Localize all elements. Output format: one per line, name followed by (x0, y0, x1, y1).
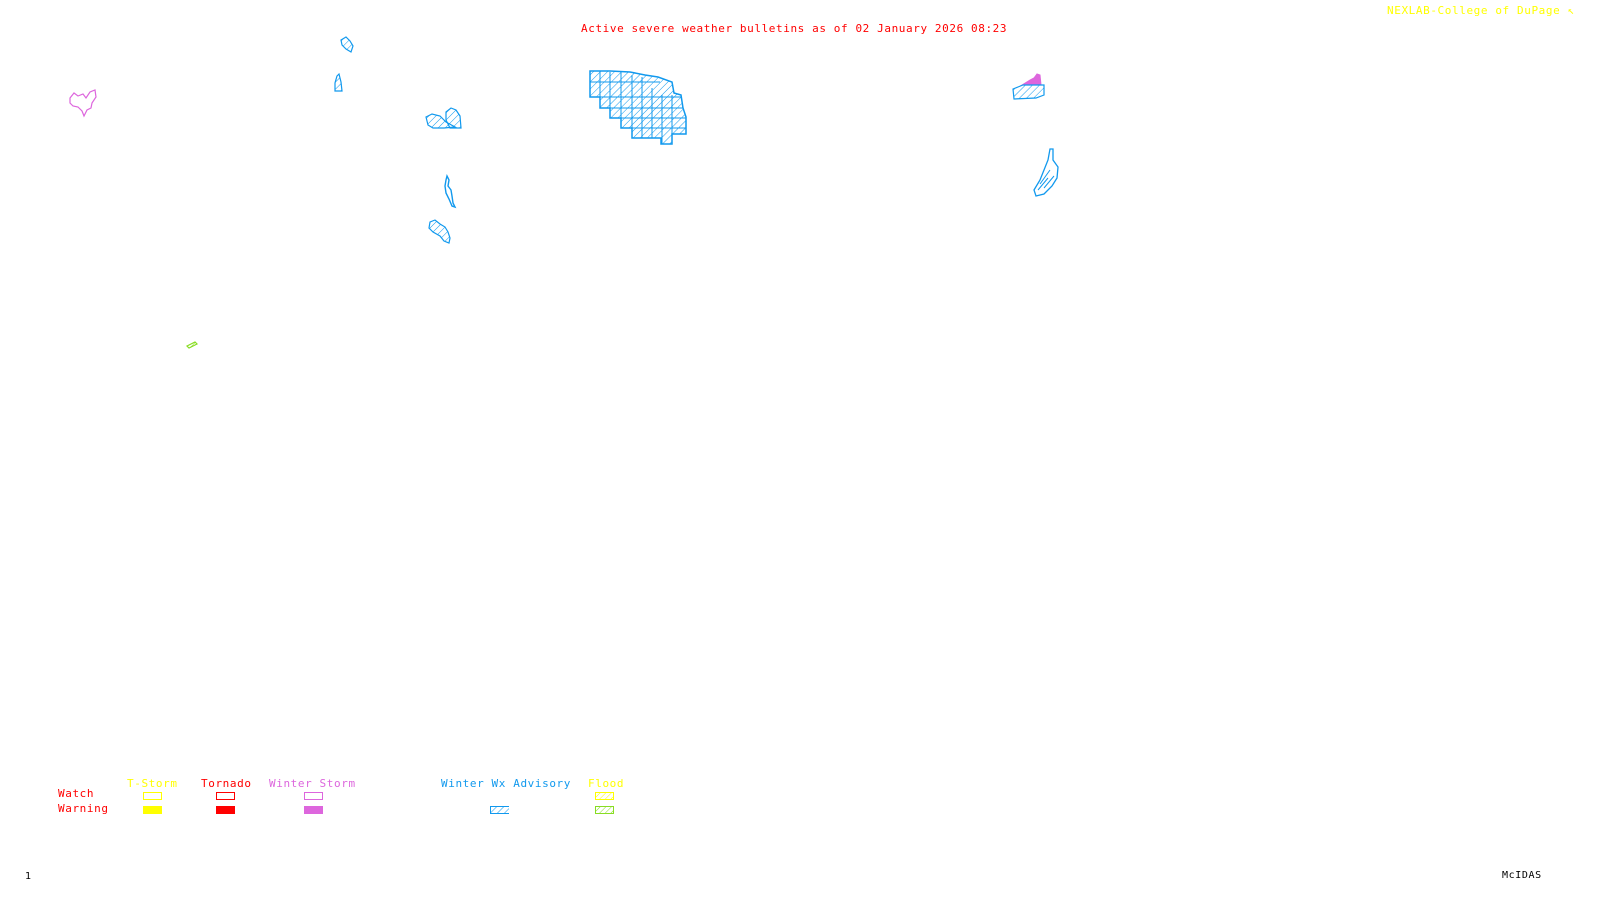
bulletin-winter-wx-advisory[interactable] (444, 173, 457, 209)
legend-header-flood: Flood (588, 777, 625, 790)
legend-header-winter-storm: Winter Storm (269, 777, 356, 790)
bulletin-winter-wx-advisory[interactable] (1033, 148, 1059, 197)
swatch-winter-wx-advisory (490, 806, 509, 814)
swatch-flood-warning (595, 806, 614, 814)
swatch-tornado-warning (216, 806, 235, 814)
legend-header-tstorm: T-Storm (127, 777, 178, 790)
legend-header-winter-wx-advisory: Winter Wx Advisory (441, 777, 572, 790)
page-title: Active severe weather bulletins as of 02… (581, 22, 1008, 35)
legend-row-watch: Watch (58, 787, 95, 800)
bulletin-winter-storm-warning-east[interactable] (1020, 73, 1042, 86)
swatch-winter-storm-watch (304, 792, 323, 800)
bulletin-winter-wx-advisory[interactable] (334, 72, 343, 92)
bulletin-winter-wx-advisory[interactable] (1012, 84, 1045, 100)
swatch-tornado-watch (216, 792, 235, 800)
credit-label: NEXLAB-College of DuPage ↖ (1387, 5, 1575, 17)
frame-number: 1 (25, 871, 32, 882)
bulletin-winter-storm-watch-west[interactable] (69, 89, 97, 118)
corner-logo-icon: ↖ (1567, 4, 1575, 17)
bulletin-winter-wx-advisory[interactable] (340, 36, 354, 53)
legend-header-tornado: Tornado (201, 777, 252, 790)
swatch-winter-storm-warning (304, 806, 323, 814)
legend-row-warning: Warning (58, 802, 109, 815)
swatch-tstorm-warning (143, 806, 162, 814)
bulletin-winter-wx-advisory[interactable] (428, 219, 451, 244)
credit-text: NEXLAB-College of DuPage (1387, 4, 1561, 17)
software-label: McIDAS (1502, 870, 1542, 881)
bulletin-winter-wx-advisory-large[interactable] (589, 70, 687, 145)
bulletin-winter-wx-advisory[interactable] (445, 107, 462, 129)
bulletin-flood-warning[interactable] (185, 341, 199, 349)
swatch-flood-watch (595, 792, 614, 800)
swatch-tstorm-watch (143, 792, 162, 800)
hatch-detail (1037, 169, 1055, 191)
